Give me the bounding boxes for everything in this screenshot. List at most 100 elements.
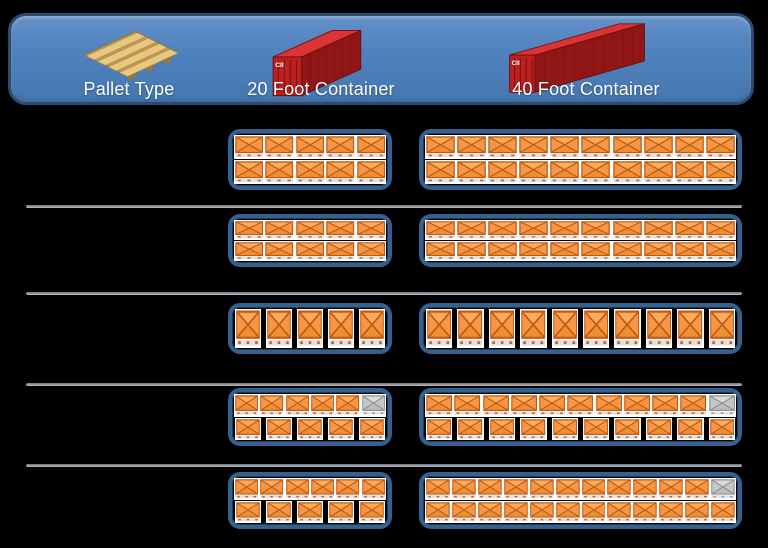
pallet-load-icon [518,241,550,261]
pallet-load-icon [426,417,453,440]
pallet-row-1-40ft-cell [419,129,742,190]
pallet-load-icon [684,501,711,523]
pallet-load-icon [425,478,451,500]
pallet-row-2 [0,214,768,267]
pallet-load-icon [456,241,488,261]
pallet-load-icon [502,501,529,523]
pallet-load-icon [704,135,736,159]
pallet-load-icon [234,135,265,159]
pallet-load-icon [528,478,555,500]
pallet-load-icon [457,417,484,440]
pallet-load-icon [614,309,641,348]
crate-row [234,241,387,261]
crate-row [425,135,736,159]
pallet-load-icon [425,220,457,240]
pallet-load-icon [611,220,643,240]
pallet-load-icon [614,417,641,440]
crate-row [234,135,387,159]
pallet-load-icon [355,135,387,159]
pallet-load-icon [518,135,550,159]
pallet-load-icon [456,135,488,159]
pallet-load-icon [453,394,482,417]
pallet-load-icon [549,220,581,240]
container-20ft-icon: CII [272,29,362,97]
pallet-load-icon [704,160,736,184]
pallet-load-icon [297,501,323,523]
partial-pallet-icon [710,478,737,500]
pallet-load-icon [359,309,385,348]
pallet-load-icon [266,417,292,440]
pallet-load-icon [328,501,354,523]
pallet-row-4-20ft-cell [228,388,392,446]
pallet-load-icon [234,241,265,261]
pallet-load-icon [673,135,705,159]
pallet-load-icon [580,160,612,184]
pallet-load-icon [642,160,674,184]
pallet-load-icon [325,220,356,240]
pallet-load-icon [450,478,477,500]
pallet-load-icon [234,160,265,184]
pallet-load-icon [645,309,673,348]
pallet-load-icon [297,417,323,440]
pallet-row-1 [0,129,768,190]
pallet-load-icon [284,394,310,417]
pallet-load-icon [651,394,680,417]
pallet-load-icon [487,220,519,240]
pallet-row-1-20ft-cell [228,129,392,190]
pallet-load-icon [235,309,261,348]
pallet-load-icon [642,241,674,261]
pallet-type-label: Pallet Type [83,79,175,99]
pallet-load-icon [234,220,265,240]
legend-header: CII CII Pallet Type 20 Foot Container 40… [8,13,754,105]
pallet-load-icon [488,417,516,440]
pallet-load-icon [704,241,736,261]
pallet-row-4-40ft-cell [419,388,742,446]
pallet-load-icon [309,394,336,417]
row-separator [26,383,742,386]
row-separator [26,292,742,295]
pallet-load-icon [502,478,529,500]
pallet-load-icon [642,220,674,240]
pallet-load-icon [235,501,261,523]
pallet-load-icon [328,309,354,348]
pallet-load-icon [549,241,581,261]
pallet-load-icon [425,241,457,261]
pallet-load-icon [554,478,581,500]
crate-row [234,394,386,417]
pallet-load-icon [518,160,550,184]
pallet-load-icon [520,417,547,440]
pallet-load-icon [684,478,711,500]
pallet-load-icon [704,220,736,240]
pallet-load-icon [359,417,385,440]
pallet-load-icon [487,160,519,184]
pallet-load-icon [294,220,326,240]
pallet-row-2-40ft-cell [419,214,742,267]
pallet-load-icon [622,394,652,417]
pallet-load-icon [259,478,285,500]
pallet-load-icon [425,135,457,159]
pallet-load-icon [673,220,705,240]
pallet-load-icon [549,135,581,159]
pallet-load-icon [476,478,503,500]
pallet-load-icon [549,160,581,184]
pallet-load-icon [264,220,295,240]
crate-row [425,220,736,240]
pallet-load-icon [294,160,326,184]
crate-row [425,394,736,417]
pallet-load-icon [551,417,579,440]
pallet-load-icon [677,417,704,440]
partial-pallet-icon [707,394,736,417]
pallet-load-icon [487,135,519,159]
pallet-load-icon [580,241,612,261]
pallet-load-icon [355,241,387,261]
pallet-load-icon [234,478,260,500]
row-separator [26,464,742,467]
pallet-row-3-20ft-cell [228,303,392,354]
pallet-load-icon [426,309,453,348]
pallet-load-icon [264,160,295,184]
pallet-load-icon [658,501,685,523]
pallet-load-icon [266,501,292,523]
pallet-load-icon [583,417,610,440]
pallet-load-icon [580,501,607,523]
